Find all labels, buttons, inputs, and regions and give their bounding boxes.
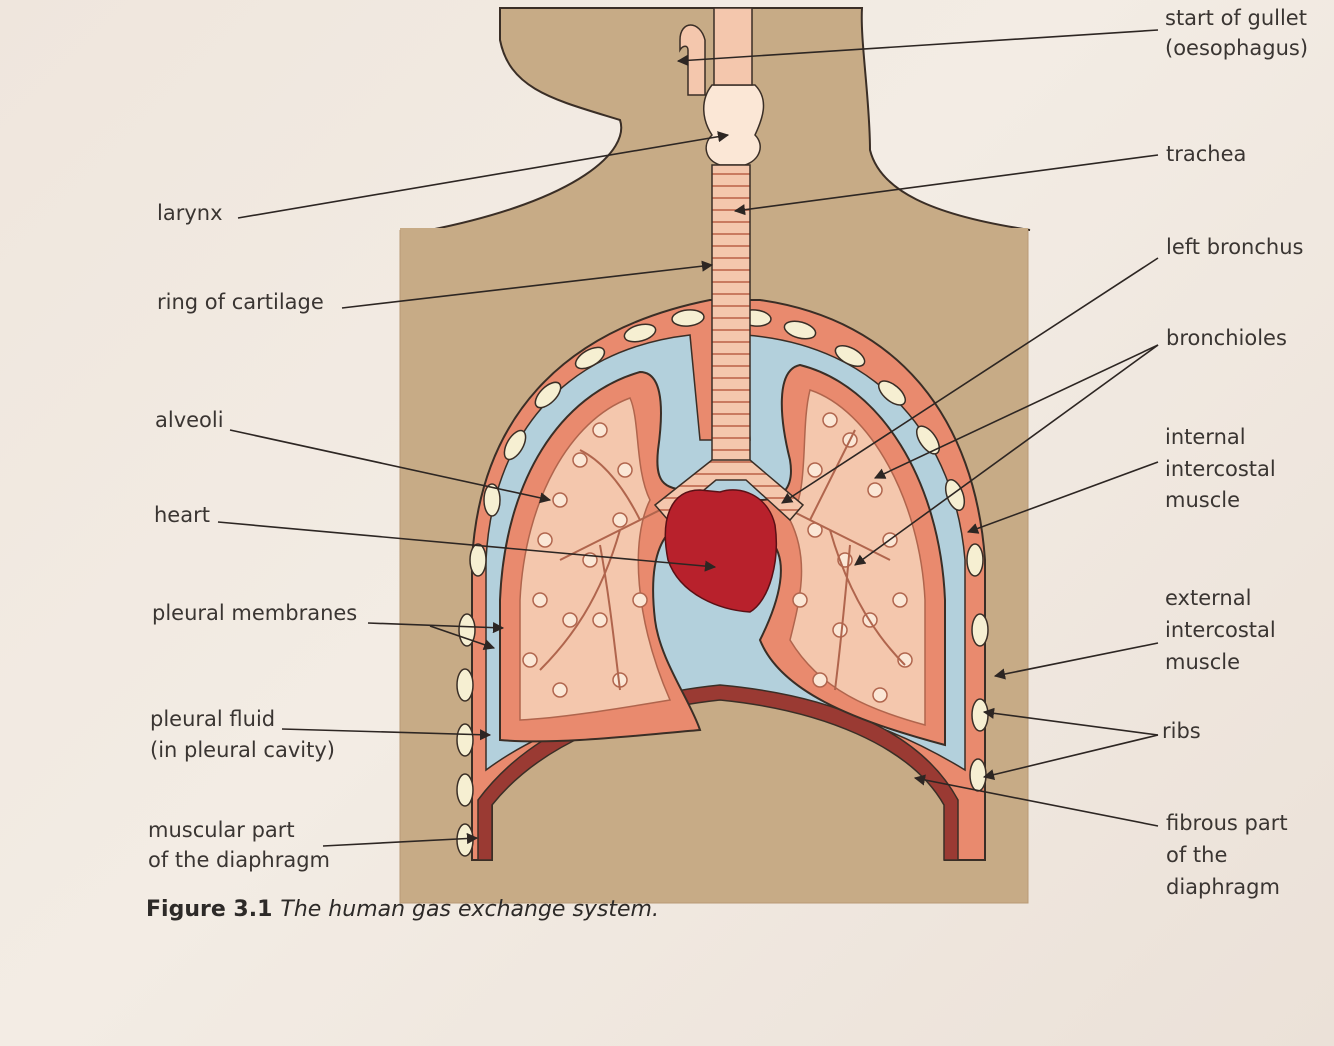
larynx-shape — [704, 85, 764, 165]
trachea — [712, 165, 750, 470]
label-trachea: trachea — [1166, 139, 1246, 170]
label-bronchioles: bronchioles — [1166, 323, 1287, 354]
label-external-intercostal-3: muscle — [1165, 647, 1240, 678]
label-external-intercostal-1: external — [1165, 583, 1251, 614]
figure-caption: Figure 3.1 The human gas exchange system. — [146, 897, 659, 922]
label-ring-of-cartilage: ring of cartilage — [157, 287, 324, 318]
label-internal-intercostal-2: intercostal — [1165, 454, 1276, 485]
trachea-tube — [714, 8, 752, 85]
label-fibrous-part-3: diaphragm — [1166, 872, 1280, 903]
label-muscular-part-sub: of the diaphragm — [148, 845, 330, 876]
label-gullet-sub: (oesophagus) — [1165, 33, 1308, 64]
label-alveoli: alveoli — [155, 405, 224, 436]
label-internal-intercostal-3: muscle — [1165, 485, 1240, 516]
label-ribs: ribs — [1162, 716, 1201, 747]
label-heart: heart — [154, 500, 210, 531]
label-fibrous-part-2: of the — [1166, 840, 1227, 871]
label-pleural-fluid: pleural fluid — [150, 704, 275, 735]
label-fibrous-part-1: fibrous part — [1166, 808, 1288, 839]
label-muscular-part: muscular part — [148, 815, 295, 846]
figure-number: Figure 3.1 — [146, 897, 272, 922]
label-gullet: start of gullet — [1165, 3, 1307, 34]
label-larynx: larynx — [157, 198, 223, 229]
label-internal-intercostal-1: internal — [1165, 422, 1246, 453]
label-pleural-membranes: pleural membranes — [152, 598, 357, 629]
label-left-bronchus: left bronchus — [1166, 232, 1303, 263]
label-pleural-fluid-sub: (in pleural cavity) — [150, 735, 335, 766]
label-external-intercostal-2: intercostal — [1165, 615, 1276, 646]
figure-title: The human gas exchange system. — [280, 897, 659, 922]
